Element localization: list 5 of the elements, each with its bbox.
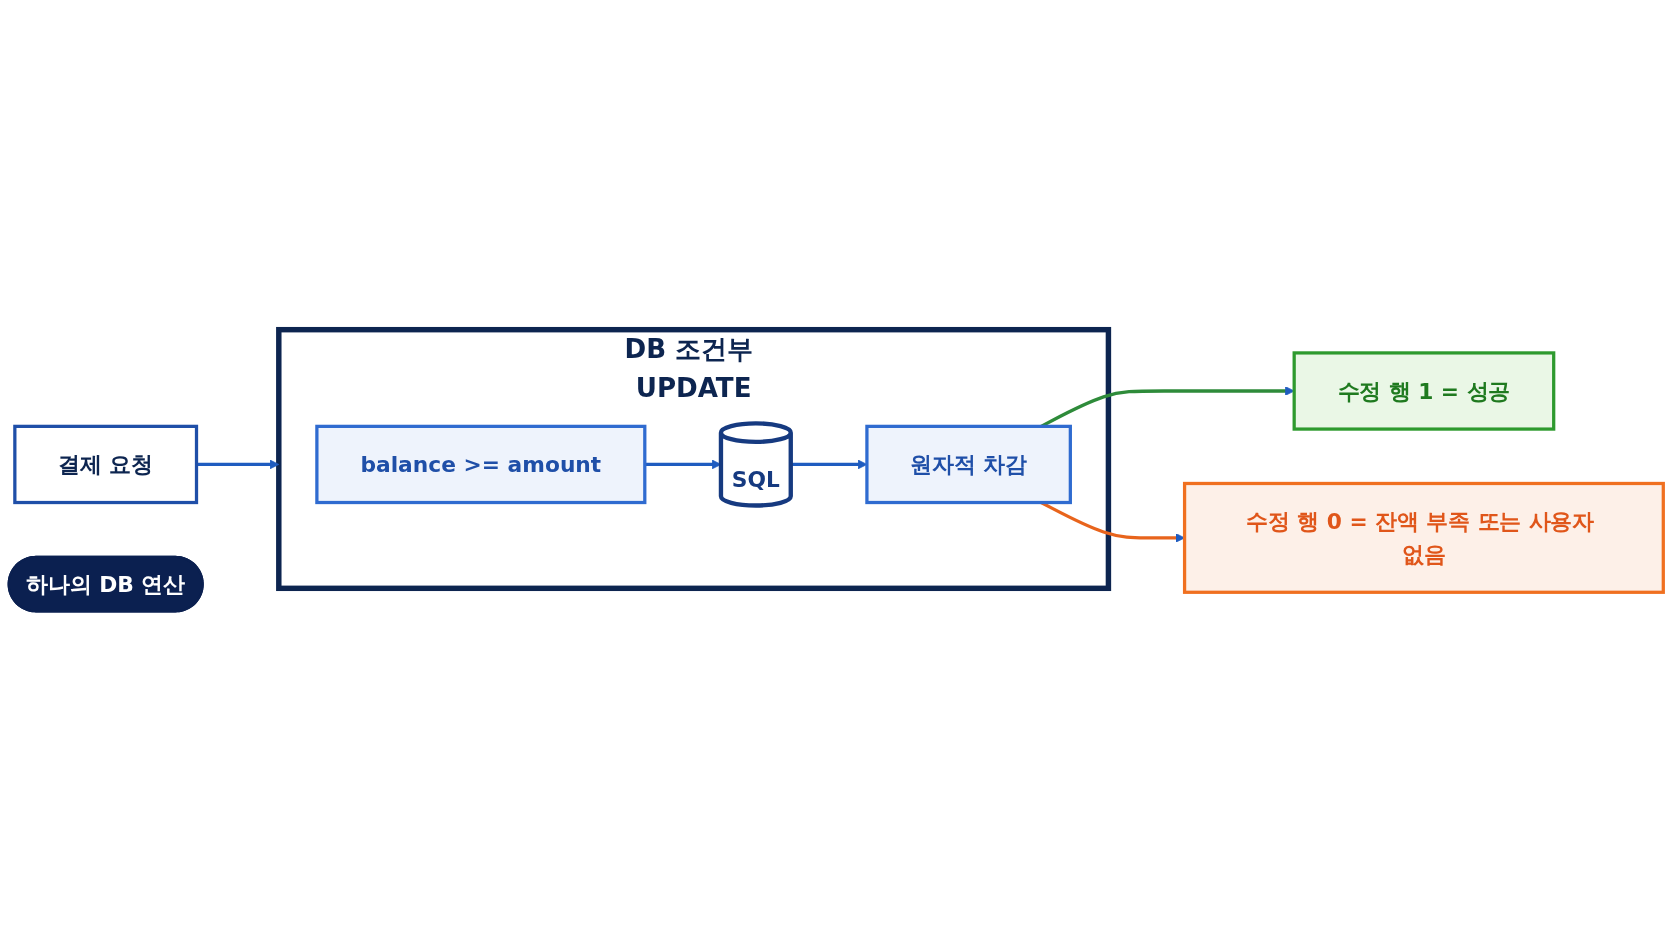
node-box: 수정 행 1 = 성공 xyxy=(1292,351,1556,431)
node-box: balance >= amount xyxy=(315,424,647,505)
node-box: 원자적 차감 xyxy=(865,424,1072,505)
node-box: 수정 행 0 = 잔액 부족 또는 사용자 없음 xyxy=(1182,481,1665,594)
node-box: 결제 요청 xyxy=(13,424,199,505)
